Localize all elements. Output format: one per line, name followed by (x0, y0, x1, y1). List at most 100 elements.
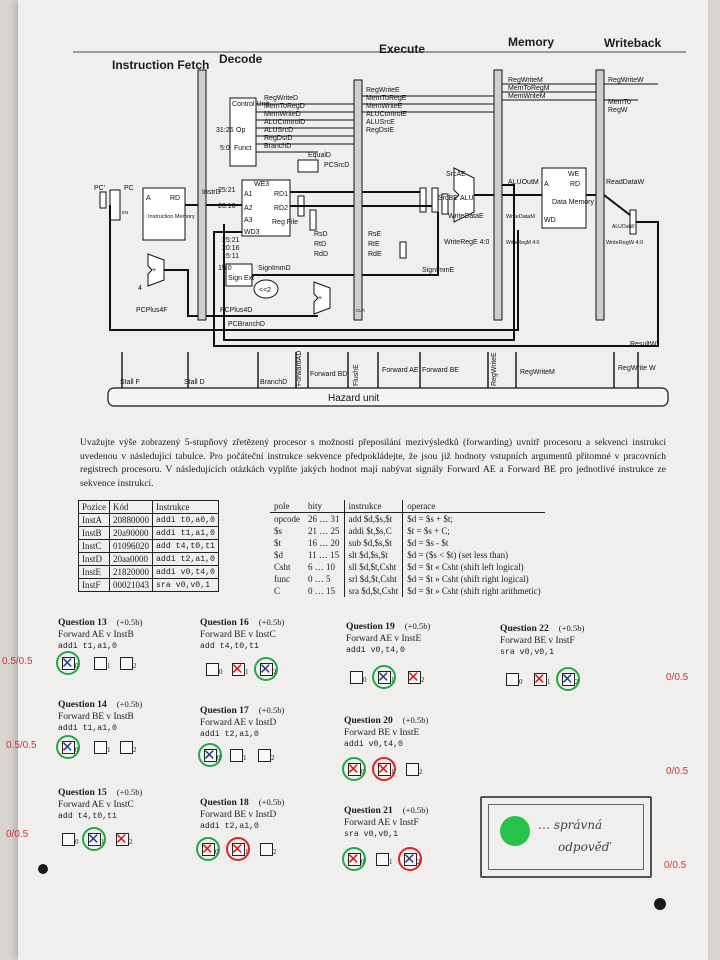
question-20: Question 20(+0.5b) Forward BE v InstE ad… (344, 710, 484, 750)
funct-label: Funct (234, 145, 252, 152)
subscript: 2 (133, 746, 137, 754)
subscript: 1 (391, 768, 395, 776)
hz-forwardad: ForwardAD (296, 351, 303, 386)
cell: add t4,t0,t1 (152, 539, 219, 553)
cell: sra $d,$t,Csht (343, 585, 403, 597)
writedatae-label: WriteDataE (448, 213, 484, 220)
writerege-label: WriteRegE 4:0 (444, 239, 489, 246)
cell: InstA (78, 513, 110, 527)
q19-option-0[interactable] (350, 671, 363, 684)
q13-score: 0.5/0.5 (2, 656, 33, 667)
signimmd-label: SignImmD (258, 265, 291, 272)
q14-option-2[interactable] (120, 741, 133, 754)
q13-option-1[interactable] (94, 657, 107, 670)
funct-bits-label: 5:0 (220, 145, 230, 152)
q13-option-2[interactable] (120, 657, 133, 670)
hz-flushe: FlushE (353, 364, 360, 386)
q21-option-1[interactable] (376, 853, 389, 866)
writeregm-label: WriteRegM 4:0 (506, 240, 539, 246)
stage-memory-label: Memory (508, 35, 555, 49)
col-header: pole (270, 500, 304, 513)
cell: $t (274, 538, 282, 548)
q19-correct-ring-icon (372, 665, 396, 689)
q14-option-1[interactable] (94, 741, 107, 754)
aluoutm-label: ALUOutM (508, 179, 539, 186)
pcbranchd-label: PCBranchD (228, 321, 265, 328)
q19-options: 0 ✕ 1 ✕ 2 (348, 665, 448, 689)
cell: $s (274, 526, 283, 536)
col-header: Kód (109, 500, 153, 514)
we3-label: WE3 (254, 181, 269, 188)
cell: 26 … 31 (308, 514, 340, 524)
q17-option-2[interactable] (258, 749, 271, 762)
question-title: Question 13 (58, 617, 107, 628)
q18-options: ✕ 0 ✕ 1 2 (196, 837, 300, 861)
question-desc: Forward BE v InstD (200, 810, 277, 820)
q18-correct-ring-icon (196, 837, 220, 861)
cell: add $d,$s,$t (343, 512, 403, 525)
subscript: 0 (215, 848, 219, 856)
col-header: instrukce (343, 500, 403, 513)
q18-option-2[interactable] (260, 843, 273, 856)
cell: InstD (78, 552, 110, 566)
stage-execute-label: Execute (379, 42, 426, 56)
q21-wrong-ring-icon (398, 847, 422, 871)
punch-hole-dot (38, 864, 48, 874)
rd1-label: RD1 (274, 191, 288, 198)
q19-option-2[interactable] (408, 671, 421, 684)
q18-wrong-ring-icon (226, 837, 250, 861)
q17-option-1[interactable] (230, 749, 243, 762)
question-desc: Forward BE v InstB (58, 712, 134, 722)
cell: sra v0,v0,1 (152, 578, 219, 592)
question-title: Question 17 (200, 705, 249, 716)
q15-option-2[interactable] (116, 833, 129, 846)
col-header: bity (304, 500, 344, 513)
question-code: addi t2,a1,0 (200, 730, 259, 739)
subscript: 0 (363, 676, 367, 684)
alu-label: ALU (460, 195, 474, 202)
cell: addi t2,a1,0 (152, 552, 219, 566)
q15-option-0[interactable] (62, 833, 75, 846)
q22-option-0[interactable] (506, 673, 519, 686)
q22-options: 0 ✕ 1 ✕ 2 (504, 667, 604, 691)
q14-options: ✕ 0 1 2 (56, 735, 160, 759)
hz-regwritew: RegWrite W (618, 365, 656, 372)
question-points: (+0.5b) (404, 621, 431, 631)
cell: 16 … 20 (308, 538, 340, 548)
subscript: 2 (273, 668, 277, 676)
subscript: 2 (421, 676, 425, 684)
hz-stalld: Stall D (184, 379, 205, 386)
a2-label: A2 (244, 205, 253, 212)
q21-options: ✕ 0 1 ✕ 2 (342, 847, 446, 871)
q20-option-2[interactable] (406, 763, 419, 776)
cell: InstE (78, 565, 110, 579)
subscript: 0 (361, 768, 365, 776)
question-code: addi t1,a1,0 (58, 724, 117, 733)
question-code: addi t1,a1,0 (58, 642, 117, 651)
question-points: (+0.5b) (116, 787, 143, 797)
q15-correct-ring-icon (82, 827, 106, 851)
sig-memtorege: MemToRegE (366, 95, 407, 102)
question-title: Question 20 (344, 715, 393, 726)
q16-option-0[interactable] (206, 663, 219, 676)
cell: addi v0,t4,0 (152, 565, 219, 579)
subscript: 1 (107, 662, 111, 670)
question-points: (+0.5b) (402, 715, 429, 725)
q16-option-1[interactable] (232, 663, 245, 676)
q22-option-1[interactable] (534, 673, 547, 686)
question-title: Question 14 (58, 699, 107, 710)
cell: addi $t,$s,C (343, 525, 403, 537)
rte-label: RtE (368, 241, 380, 248)
a3-label: A3 (244, 217, 253, 224)
bits-150-label: 15:0 (218, 265, 232, 272)
q15-score: 0/0.5 (6, 829, 29, 840)
cell: 20aa0000 (109, 552, 153, 566)
cell: 0 … 15 (308, 586, 335, 596)
subscript: 1 (245, 668, 249, 676)
question-code: add t4,t0,t1 (200, 642, 259, 651)
cell: $t = $s + C; (402, 525, 545, 537)
